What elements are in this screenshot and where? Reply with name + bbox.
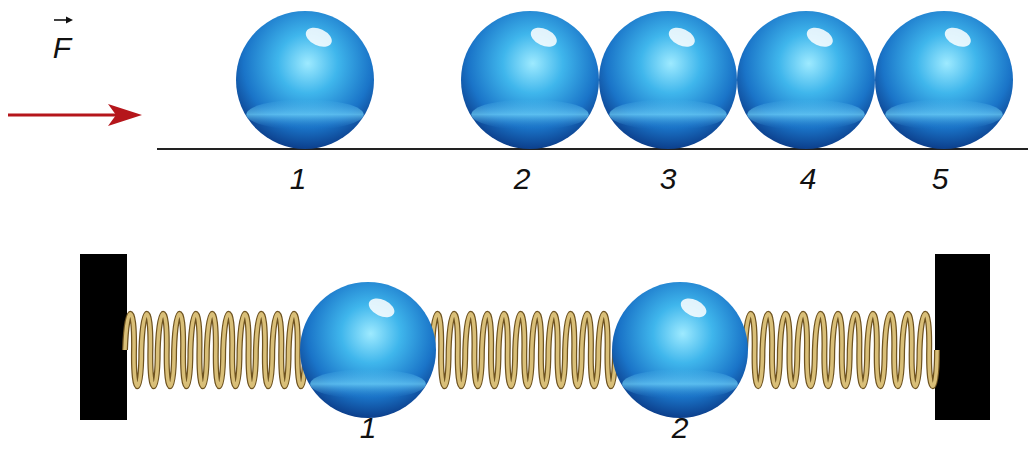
ball-highlight: [666, 24, 698, 51]
ground-line: [157, 148, 1028, 150]
ball-highlight: [303, 24, 335, 51]
ball-highlight: [366, 295, 398, 321]
springs: [125, 314, 937, 387]
callout-number: 1: [360, 413, 377, 443]
spring-coil: [125, 314, 305, 387]
force-label: F: [53, 33, 71, 63]
balls: [236, 11, 1013, 418]
ball-reflection: [622, 369, 738, 399]
spring-outline: [745, 314, 937, 387]
wall: [935, 254, 990, 420]
ball-highlight: [528, 24, 560, 51]
force-arrow-shaft: [8, 114, 122, 117]
ball: [612, 282, 748, 418]
vector-sign-head: [66, 17, 73, 24]
callout-number: 5: [932, 164, 949, 194]
ball-reflection: [609, 99, 726, 129]
ball-highlight: [804, 24, 836, 51]
callout-number: 2: [514, 164, 531, 194]
callout-number: 4: [800, 164, 817, 194]
callout-number: 1: [290, 164, 307, 194]
ball: [300, 282, 436, 418]
wall: [80, 254, 127, 420]
spring-coil: [432, 314, 615, 387]
ball-highlight: [942, 24, 974, 51]
ball-highlight: [678, 295, 710, 321]
ball-reflection: [885, 99, 1002, 129]
spring-outline: [125, 314, 305, 387]
ball: [461, 11, 599, 149]
ball: [875, 11, 1013, 149]
ball-reflection: [471, 99, 588, 129]
ball: [599, 11, 737, 149]
callout-number: 3: [660, 164, 677, 194]
ball: [737, 11, 875, 149]
ball-reflection: [246, 99, 363, 129]
ball-reflection: [747, 99, 864, 129]
spring-outline: [432, 314, 615, 387]
callout-number: 2: [672, 413, 689, 443]
force-arrowhead: [108, 104, 142, 126]
ball-reflection: [310, 369, 426, 399]
ball: [236, 11, 374, 149]
spring-coil: [745, 314, 937, 387]
